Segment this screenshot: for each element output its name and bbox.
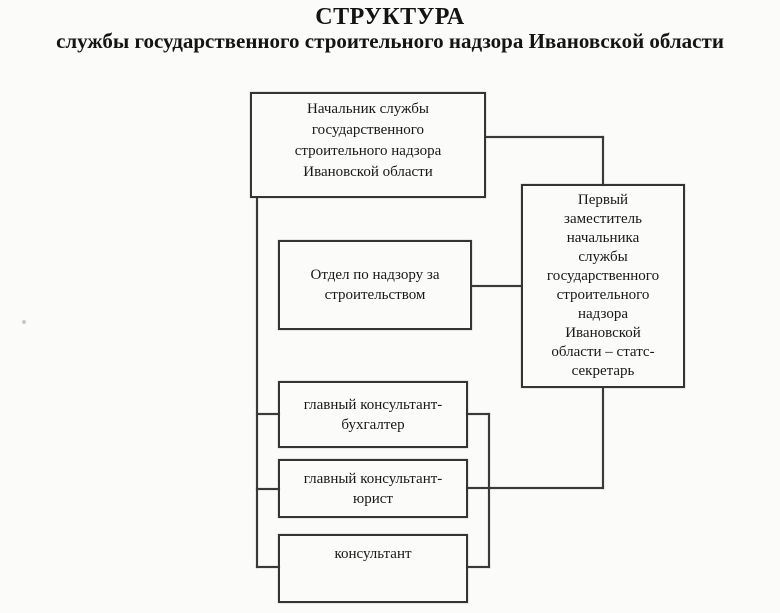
node-consultant: консультант	[278, 534, 468, 603]
node-chief-consultant-lawyer: главный консультант- юрист	[278, 459, 468, 518]
connector-consultant-right-stub	[466, 566, 490, 568]
page-title: СТРУКТУРА	[315, 4, 465, 30]
node-chief-consultant-accountant: главный консультант- бухгалтер	[278, 381, 468, 448]
connector-right-vertical	[488, 413, 490, 568]
connector-accountant-right-stub	[466, 413, 490, 415]
connector-accountant-left-stub	[256, 413, 280, 415]
connector-head-to-deputy-horizontal	[486, 136, 604, 138]
node-head-of-service: Начальник службы государственного строит…	[250, 92, 486, 198]
connector-head-to-deputy-vertical	[602, 136, 604, 186]
page-subtitle: службы государственного строительного на…	[56, 29, 724, 53]
connector-deputy-to-construction-dept	[472, 285, 522, 287]
node-first-deputy: Первый заместитель начальника службы гос…	[521, 184, 685, 388]
connector-deputy-down-vertical	[602, 387, 604, 489]
connector-lawyer-to-deputy-horizontal	[466, 487, 604, 489]
connector-consultant-left-stub	[256, 566, 280, 568]
connector-lawyer-left-stub	[256, 488, 280, 490]
scan-speck	[22, 320, 26, 324]
node-construction-supervision-dept: Отдел по надзору за строительством	[278, 240, 472, 330]
connector-left-spine	[256, 197, 258, 568]
